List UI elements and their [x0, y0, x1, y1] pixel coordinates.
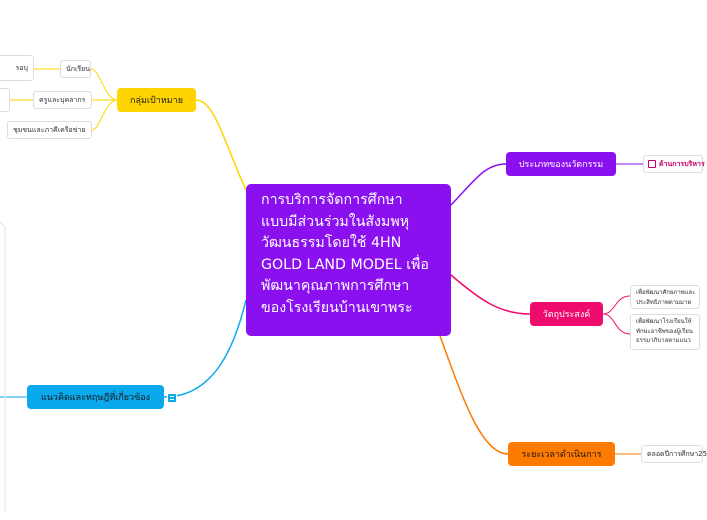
subtopic-duration-value-label: ตลอดปีการศึกษา25	[647, 449, 707, 458]
subtopic-objective-1[interactable]: เพื่อพัฒนาศักยภาพและ ประสิทธิภาพตามมาต	[630, 285, 700, 309]
objective-1-line-1: เพื่อพัฒนาศักยภาพและ	[636, 289, 696, 296]
topic-objectives-label: วัตถุประสงค์	[542, 310, 591, 320]
central-line-5: พัฒนาคุณภาพการศึกษา	[261, 278, 410, 294]
topic-target-group-label: กลุ่มเป้าหมาย	[130, 96, 183, 106]
subtopic-partial-top[interactable]: รอบุ	[0, 55, 34, 81]
topic-objectives[interactable]: วัตถุประสงค์	[530, 302, 603, 326]
central-line-1: การบริการจัดการศึกษา	[261, 192, 403, 208]
link-activity-types	[450, 163, 507, 206]
link-students	[90, 68, 118, 101]
objective-2-line-1: เพื่อพัฒนาโรงเรียนให้	[636, 318, 692, 325]
link-objective-1	[602, 295, 631, 315]
theories-bracket	[0, 221, 6, 512]
subtopic-objective-2[interactable]: เพื่อพัฒนาโรงเรียนให้ ทักษะอาชีพของผู้เร…	[630, 314, 700, 350]
link-theories	[163, 299, 247, 398]
topic-theories-label: แนวคิดและทฤษฎีที่เกี่ยวข้อง	[40, 393, 151, 403]
subtopic-partial-top-label: รอบุ	[15, 63, 28, 72]
topic-target-group[interactable]: กลุ่มเป้าหมาย	[117, 88, 196, 112]
subtopic-partial-mid[interactable]	[0, 88, 10, 112]
topic-duration[interactable]: ระยะเวลาดำเนินการ	[508, 442, 615, 466]
topic-duration-label: ระยะเวลาดำเนินการ	[521, 450, 602, 460]
central-line-3: วัฒนธรรมโดยใช้ 4HN	[261, 235, 402, 251]
topic-activity-types[interactable]: ประเภทของนวัตกรรม	[506, 152, 616, 176]
subtopic-admin[interactable]: ด้านการบริหาร	[643, 155, 705, 173]
subtopic-students-label: นักเรียน	[66, 64, 91, 73]
central-line-4: GOLD LAND MODEL เพื่อ	[261, 256, 429, 273]
subtopic-admin-label: ด้านการบริหาร	[659, 159, 705, 168]
link-objectives	[450, 274, 531, 315]
topic-theories[interactable]: แนวคิดและทฤษฎีที่เกี่ยวข้อง	[27, 385, 164, 409]
notes-icon[interactable]	[167, 393, 177, 403]
checkbox-icon[interactable]	[648, 160, 656, 168]
subtopic-teachers[interactable]: ครูและบุคลากร	[33, 91, 92, 109]
subtopic-students[interactable]: นักเรียน	[60, 60, 91, 78]
subtopic-community-label: ชุมชนและภาคีเครือข่าย	[13, 125, 86, 134]
central-line-2: แบบมีส่วนร่วมในสังมพหุ	[261, 213, 410, 230]
central-line-6: ของโรงเรียนบ้านเขาพระ	[261, 299, 413, 316]
central-topic[interactable]: การบริการจัดการศึกษา แบบมีส่วนร่วมในสังม…	[246, 184, 451, 336]
link-community	[91, 99, 118, 131]
subtopic-teachers-label: ครูและบุคลากร	[39, 95, 86, 104]
subtopic-community[interactable]: ชุมชนและภาคีเครือข่าย	[7, 121, 92, 139]
objective-2-line-3: ธรรมาภิบาลตามแนว	[636, 337, 691, 344]
objective-1-line-2: ประสิทธิภาพตามมาต	[636, 298, 692, 306]
subtopic-duration-value[interactable]: ตลอดปีการศึกษา25	[641, 445, 707, 463]
objective-2-line-2: ทักษะอาชีพของผู้เรียน	[636, 327, 693, 335]
link-objective-2	[602, 313, 631, 335]
topic-activity-types-label: ประเภทของนวัตกรรม	[518, 160, 604, 170]
link-target-group	[195, 99, 247, 191]
link-duration	[439, 335, 509, 455]
